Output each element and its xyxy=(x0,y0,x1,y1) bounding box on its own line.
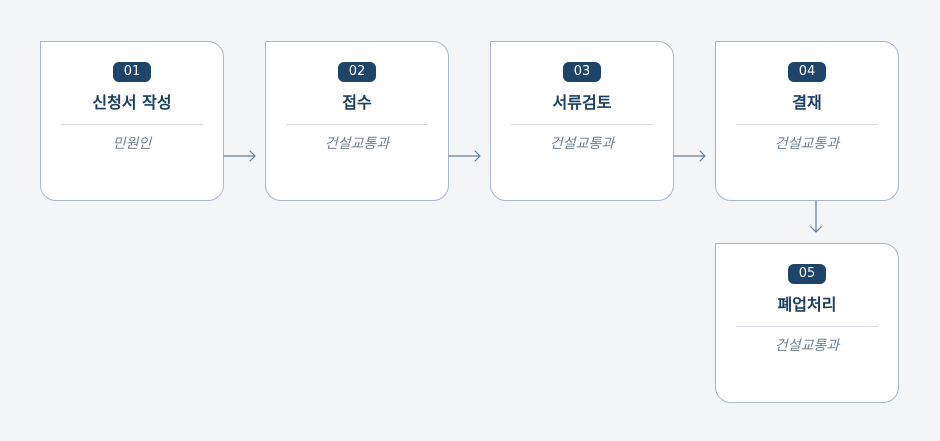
step-owner: 건설교통과 xyxy=(774,338,840,354)
step-card-02: 02 접수 건설교통과 xyxy=(265,41,449,201)
step-divider xyxy=(61,124,203,125)
step-title: 신청서 작성 xyxy=(92,93,172,112)
connector-arrow-01-02 xyxy=(223,150,256,162)
step-divider xyxy=(511,124,653,125)
step-number-badge: 04 xyxy=(788,62,826,82)
step-card-04: 04 결재 건설교통과 xyxy=(715,41,899,201)
step-title: 접수 xyxy=(342,93,372,112)
step-card-01: 01 신청서 작성 민원인 xyxy=(40,41,224,201)
step-number-badge: 02 xyxy=(338,62,376,82)
step-card-05: 05 폐업처리 건설교통과 xyxy=(715,243,899,403)
step-owner: 건설교통과 xyxy=(549,136,615,152)
connector-arrow-02-03 xyxy=(448,150,481,162)
step-title: 결재 xyxy=(792,93,822,112)
step-divider xyxy=(736,124,878,125)
connector-arrow-03-04 xyxy=(673,150,706,162)
step-title: 서류검토 xyxy=(552,93,612,112)
step-owner: 건설교통과 xyxy=(324,136,390,152)
step-number-badge: 03 xyxy=(563,62,601,82)
step-number-badge: 05 xyxy=(788,264,826,284)
step-divider xyxy=(736,326,878,327)
step-divider xyxy=(286,124,428,125)
connector-arrow-04-05 xyxy=(810,200,822,233)
step-owner: 건설교통과 xyxy=(774,136,840,152)
step-card-03: 03 서류검토 건설교통과 xyxy=(490,41,674,201)
step-title: 폐업처리 xyxy=(777,295,837,314)
step-number-badge: 01 xyxy=(113,62,151,82)
step-owner: 민원인 xyxy=(112,136,152,152)
